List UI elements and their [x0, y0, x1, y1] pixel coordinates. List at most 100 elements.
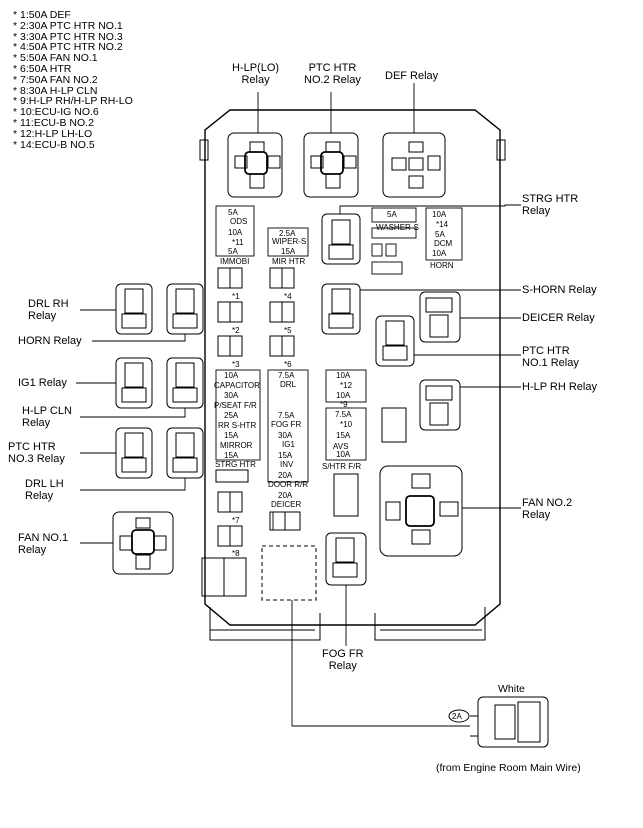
hlp-rh-relay-socket	[419, 379, 461, 431]
legend-item: * 14:ECU-B NO.5	[13, 138, 95, 151]
fan-no1-relay-socket	[112, 511, 174, 575]
fuse-rating: 10A	[228, 228, 243, 237]
marker: *12	[340, 381, 353, 390]
legend-item: * 6:50A HTR	[13, 62, 72, 75]
spare-relay-socket	[333, 407, 407, 517]
legend-item: * 2:30A PTC HTR NO.1	[13, 19, 123, 32]
marker: *2	[232, 326, 240, 335]
ptc-htr-no3-relay-socket	[115, 427, 153, 479]
connector-source-label: (from Engine Room Main Wire)	[436, 762, 581, 774]
ig1-relay-label: IG1 Relay	[18, 377, 67, 389]
fuse-rating: 10A	[336, 450, 351, 459]
fuse-rating: 5A	[228, 247, 238, 256]
fuse-rating: 10A	[336, 391, 351, 400]
dashed-connector-area	[261, 545, 317, 601]
ptc-htr-no1-relay-socket	[375, 315, 415, 367]
fuse-label-ods: ODS	[230, 217, 248, 226]
fuse-rating: 15A	[336, 431, 351, 440]
hlp-cln-relay-socket	[166, 357, 204, 409]
s-horn-relay-socket	[321, 283, 361, 335]
legend-item: * 11:ECU-B NO.2	[13, 116, 94, 129]
marker: *10	[340, 420, 353, 429]
deicer-relay-label: DEICER Relay	[522, 312, 595, 324]
def-relay-socket	[382, 132, 446, 198]
fuse-label-door-rr: DOOR R/R	[268, 480, 308, 489]
fuse-label-strg-htr: STRG HTR	[215, 460, 256, 469]
legend-item: * 4:50A PTC HTR NO.2	[13, 41, 123, 54]
legend-item: * 1:50A DEF	[13, 9, 71, 21]
def-relay-label: DEF Relay	[385, 70, 439, 82]
fuse-label-p-seat: P/SEAT F/R	[214, 401, 257, 410]
marker: *4	[284, 292, 292, 301]
marker: *3	[232, 360, 240, 369]
fuse-rating: 5A	[387, 210, 397, 219]
fuse-label-avs: AVS	[333, 442, 349, 451]
drl-rh-relay-socket	[115, 283, 153, 335]
legend-item: * 9:H-LP RH/H-LP RH-LO	[13, 95, 133, 108]
fuse-rating: 15A	[224, 451, 239, 460]
fuse-rating: 10A	[336, 371, 351, 380]
fuse-rating: 15A	[224, 431, 239, 440]
fuse-rating: 10A	[432, 249, 447, 258]
fuse-rating: 10A	[432, 210, 447, 219]
ptc-htr-no2-relay-socket	[303, 132, 359, 198]
legend-item: * 8:30A H-LP CLN	[13, 84, 98, 97]
fuse-rating: 30A	[224, 391, 239, 400]
s-horn-relay-label: S-HORN Relay	[522, 284, 597, 296]
connector-code: 2A	[452, 712, 462, 721]
fuse-label-dcm: DCM	[434, 239, 453, 248]
marker: *1	[232, 292, 240, 301]
fuse-label-capacitor: CAPACITOR	[214, 381, 260, 390]
fuse-label-immobi: IMMOBI	[220, 257, 250, 266]
ig1-relay-socket	[115, 357, 153, 409]
strg-htr-relay-socket	[321, 213, 361, 265]
horn-relay-socket	[166, 283, 204, 335]
connector-2a	[448, 696, 549, 748]
fuse-label-fog-fr: FOG FR	[271, 420, 302, 429]
fuse-rating: 15A	[278, 451, 293, 460]
fuse-label-s-htr-fr: S/HTR F/R	[322, 462, 362, 471]
connector-color-label: White	[498, 683, 525, 695]
fuse-rating: 20A	[278, 471, 293, 480]
fan-no2-relay-socket	[379, 465, 463, 557]
fuse-rating: 5A	[435, 230, 445, 239]
marker: *14	[436, 220, 449, 229]
legend-item: * 7:50A FAN NO.2	[13, 73, 98, 86]
fuse-label-mir-htr: MIR HTR	[272, 257, 306, 266]
marker: *9	[340, 400, 348, 409]
fuse-rating: 5A	[228, 208, 238, 217]
fuse-rating: 7.5A	[335, 410, 352, 419]
hlp-lo-relay-label: H-LP(LO)Relay	[232, 62, 280, 86]
fuse-label-drl: DRL	[280, 380, 297, 389]
legend-item: * 5:50A FAN NO.1	[13, 52, 98, 65]
fuse-label-rr-s-htr: RR S-HTR	[218, 421, 257, 430]
marker: *8	[232, 549, 240, 558]
marker: *7	[232, 516, 240, 525]
fuse-rating: 7.5A	[278, 371, 295, 380]
fuse-stack	[215, 205, 463, 531]
fuse-label-ig1: IG1	[282, 440, 295, 449]
fuse-rating: 2.5A	[279, 229, 296, 238]
legend-item: * 10:ECU-IG NO.6	[13, 106, 99, 119]
fuse-rating: 20A	[278, 491, 293, 500]
fuse-label-wiper-s: WIPER-S	[272, 237, 307, 246]
fuse-label-mirror: MIRROR	[220, 441, 253, 450]
fuse-rating: 30A	[278, 431, 293, 440]
fuse-rating: 25A	[224, 411, 239, 420]
fuse-rating: 10A	[224, 371, 239, 380]
marker: *5	[284, 326, 292, 335]
marker: *11	[232, 238, 244, 247]
drl-lh-relay-socket	[166, 427, 204, 479]
fuse-label-inv: INV	[280, 460, 294, 469]
hlp-rh-relay-label: H-LP RH Relay	[522, 381, 597, 393]
